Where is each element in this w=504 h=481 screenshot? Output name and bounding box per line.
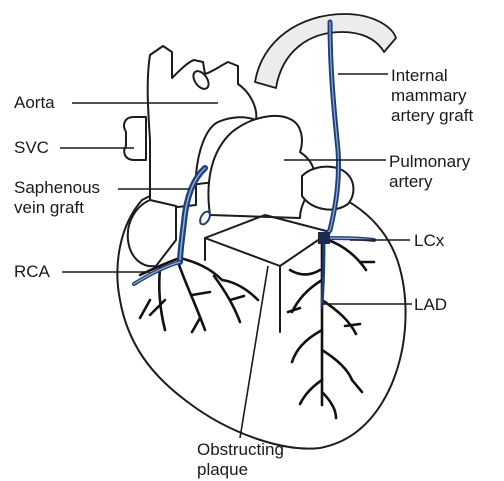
label-lad: LAD: [414, 295, 447, 314]
left-atrial-appendage: [302, 167, 353, 210]
label-rca: RCA: [14, 262, 50, 281]
label-aorta: Aorta: [14, 93, 55, 112]
label-ima-line2: mammary: [391, 86, 467, 105]
label-saphenous-line1: Saphenous: [14, 178, 100, 197]
pulmonary-artery: [208, 116, 314, 218]
obstructing-plaque-mark: [318, 232, 330, 244]
label-ima-line3: artery graft: [391, 106, 473, 125]
internal-mammary-artery-tube: [255, 14, 396, 88]
superior-vena-cava: [124, 117, 146, 160]
label-pulmonary-line2: artery: [389, 172, 432, 191]
label-ima-line1: Internal: [391, 66, 448, 85]
label-svc: SVC: [14, 138, 49, 157]
label-lcx: LCx: [414, 231, 444, 250]
label-pulmonary-line1: Pulmonary: [389, 152, 470, 171]
label-plaque-line2: plaque: [197, 460, 248, 479]
label-plaque-line1: Obstructing: [197, 440, 284, 459]
label-saphenous-line2: vein graft: [14, 198, 84, 217]
